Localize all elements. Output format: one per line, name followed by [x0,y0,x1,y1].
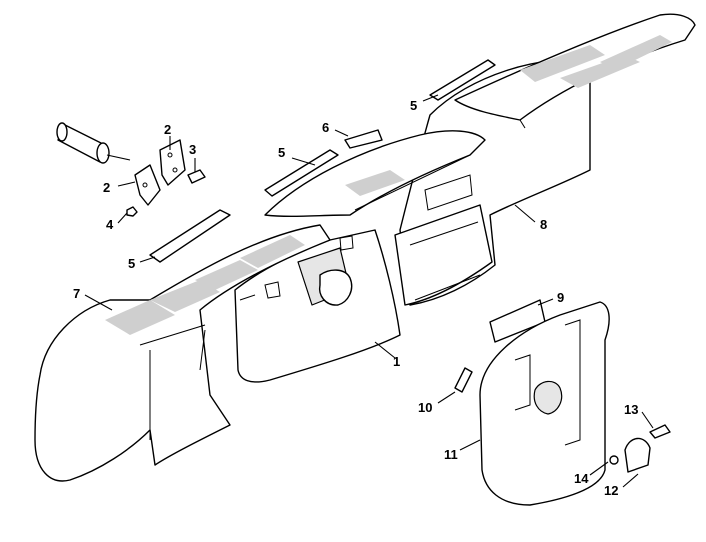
cylinder-part [56,122,131,164]
callout-13: 13 [624,402,638,417]
callout-5-right: 5 [410,98,417,113]
callout-14: 14 [574,471,589,486]
callout-1: 1 [393,354,400,369]
callout-11: 11 [444,447,458,462]
callout-10: 10 [418,400,432,415]
callout-12: 12 [604,483,618,498]
nut-part-4 [126,206,138,217]
bracket-part-2-upper [159,139,186,186]
callout-3: 3 [189,142,196,157]
callout-5-left: 5 [128,256,135,271]
gasket-part-5-right [429,59,496,101]
front-shroud-part-7 [34,224,331,482]
label-part-6 [344,129,383,149]
callout-2-upper: 2 [164,122,171,137]
side-cover-part-11 [479,301,610,506]
screw-part-13 [649,424,671,439]
label-part-10 [454,367,473,393]
callout-7: 7 [73,286,80,301]
nut-part-14 [609,455,619,465]
callout-2-lower: 2 [103,180,110,195]
callout-labels: 1 2 2 3 4 5 5 5 6 7 8 9 10 11 12 13 14 [73,98,638,498]
main-housing-part-1 [234,229,401,383]
callout-8: 8 [540,217,547,232]
callout-9: 9 [557,290,564,305]
callout-6: 6 [322,120,329,135]
callout-4: 4 [106,217,114,232]
top-cover-strip [454,13,696,129]
middle-cover [264,130,486,218]
callout-5-middle: 5 [278,145,285,160]
screw-part-3 [187,169,206,184]
bracket-part-2-lower [134,164,161,206]
clamp-part-12 [624,437,651,473]
rear-shroud-part-8 [394,58,591,306]
leader-lines [84,94,654,488]
gasket-part-5-left [149,209,231,263]
